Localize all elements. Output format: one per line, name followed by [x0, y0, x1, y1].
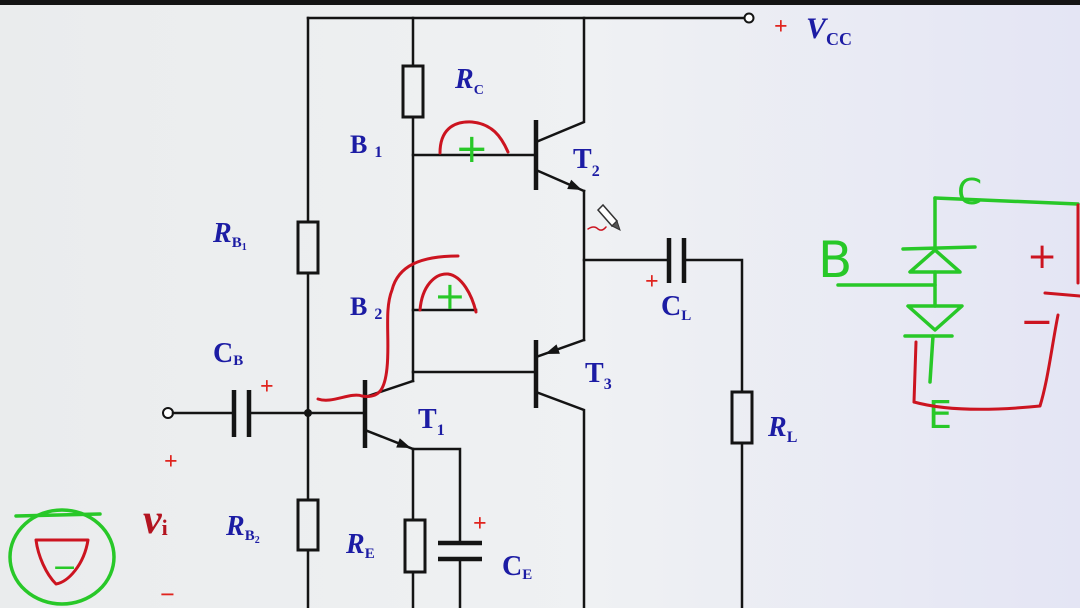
t1-label: T1 — [418, 404, 445, 439]
cb-polarity: + — [260, 374, 274, 400]
t3-symbol: T — [585, 358, 604, 389]
rb2-symbol: R — [225, 511, 245, 542]
sketch-base-letter: B — [818, 231, 852, 289]
cb-label: CB — [213, 338, 243, 369]
re-label: RE — [345, 529, 375, 562]
ce-label: CE — [502, 551, 532, 583]
handwritten-annotations: + + − C B E — [8, 120, 1080, 606]
b2-waveform-arc — [418, 272, 478, 314]
t2-symbol: T — [573, 144, 592, 175]
rb2-resistor — [296, 498, 320, 552]
b1-symbol: B — [350, 130, 367, 159]
ce-polarity: + — [473, 511, 487, 537]
re-symbol: R — [345, 529, 365, 560]
re-resistor — [403, 518, 427, 574]
cl-symbol: C — [661, 291, 681, 322]
sketch-minus-mark: − — [52, 550, 77, 585]
vi-symbol: v — [143, 497, 163, 543]
lower-diode-triangle — [906, 304, 964, 332]
t2-label: T2 — [573, 144, 600, 180]
rc-label: RC — [454, 64, 484, 98]
rc-symbol: R — [454, 64, 474, 95]
t1-symbol: T — [418, 404, 437, 435]
sketch-lower-lead — [928, 334, 935, 384]
rb2-subscript: B — [245, 528, 255, 544]
sketch-collector-letter: C — [957, 172, 982, 213]
vi-label: vi — [143, 497, 168, 543]
re-subscript: E — [365, 546, 375, 562]
cl-to-rl-wire — [682, 258, 744, 394]
t2-subscript: 2 — [592, 163, 600, 180]
rc-subscript: C — [474, 83, 484, 98]
sketch-negative-halfwave — [34, 538, 90, 586]
b1-polarity-mark: + — [455, 126, 489, 172]
t1-emitter-arrow — [396, 438, 411, 448]
vcc-symbol: V — [806, 12, 829, 45]
t1-subscript: 1 — [437, 422, 445, 439]
pencil-cursor-icon — [596, 203, 621, 231]
ce-subscript: E — [522, 567, 532, 583]
t3-emitter — [534, 338, 586, 359]
rb1-label: RB1 — [212, 218, 247, 253]
t2-emitter-arrow — [567, 179, 582, 190]
rb1-subscript: B — [232, 235, 242, 251]
rb2-label: RB2 — [225, 511, 260, 546]
t3-subscript: 3 — [604, 376, 612, 393]
rc-resistor — [401, 64, 425, 119]
b1-waveform-arc — [438, 120, 510, 155]
cb-subscript: B — [233, 353, 243, 369]
ce-symbol: C — [502, 551, 522, 582]
sketch-red-loop — [912, 313, 1060, 411]
sketch-plus-mark: + — [1027, 236, 1057, 277]
t2-collector — [534, 16, 586, 144]
vcc-label: VCC — [806, 12, 852, 49]
t3-collector — [534, 390, 586, 608]
rb1-index: 1 — [242, 242, 247, 253]
b2-polarity-mark: + — [434, 274, 466, 318]
top-edge-bar — [0, 0, 1080, 5]
sketch-emitter-letter: E — [928, 393, 952, 437]
vi-subscript: i — [162, 515, 168, 540]
rb1-symbol: R — [212, 218, 232, 249]
sketch-minus-mark: − — [1020, 299, 1054, 345]
vcc-terminal — [743, 12, 755, 24]
sketch-collector-line — [933, 196, 1080, 206]
circuit-wires — [162, 12, 755, 608]
rb2-index: 2 — [255, 535, 260, 546]
b2-subscript: 2 — [374, 306, 382, 323]
rl-label: RL — [767, 412, 797, 446]
rl-symbol: R — [767, 412, 787, 443]
b2-symbol: B — [350, 292, 367, 321]
ce-top-wire — [411, 447, 462, 545]
rl-subscript: L — [787, 429, 798, 446]
rb1-resistor — [296, 220, 320, 275]
input-polarity-sketch: − — [8, 508, 116, 606]
transistor-diode-sketch: C B E + − — [818, 172, 1080, 437]
t3-emitter-arrow — [545, 344, 560, 354]
sketch-red-left-trace — [912, 340, 918, 404]
sketch-top-line — [14, 512, 102, 518]
sketch-circle — [8, 508, 116, 606]
b2-trace-curve — [316, 254, 460, 402]
sketch-red-dash — [1043, 291, 1080, 298]
vi-plus: + — [164, 449, 178, 475]
cl-subscript: L — [681, 308, 691, 324]
vcc-sign: + — [774, 14, 788, 40]
b1-subscript: 1 — [374, 144, 382, 161]
vi-minus: − — [160, 580, 175, 608]
small-squiggle — [587, 226, 607, 231]
cl-polarity: + — [645, 269, 659, 295]
rl-resistor — [730, 390, 754, 445]
input-terminal — [162, 407, 174, 419]
upper-diode-bar — [901, 245, 977, 251]
vcc-subscript: CC — [826, 29, 852, 49]
t3-label: T3 — [585, 358, 612, 393]
cb-symbol: C — [213, 338, 233, 369]
cl-label: CL — [661, 291, 691, 324]
